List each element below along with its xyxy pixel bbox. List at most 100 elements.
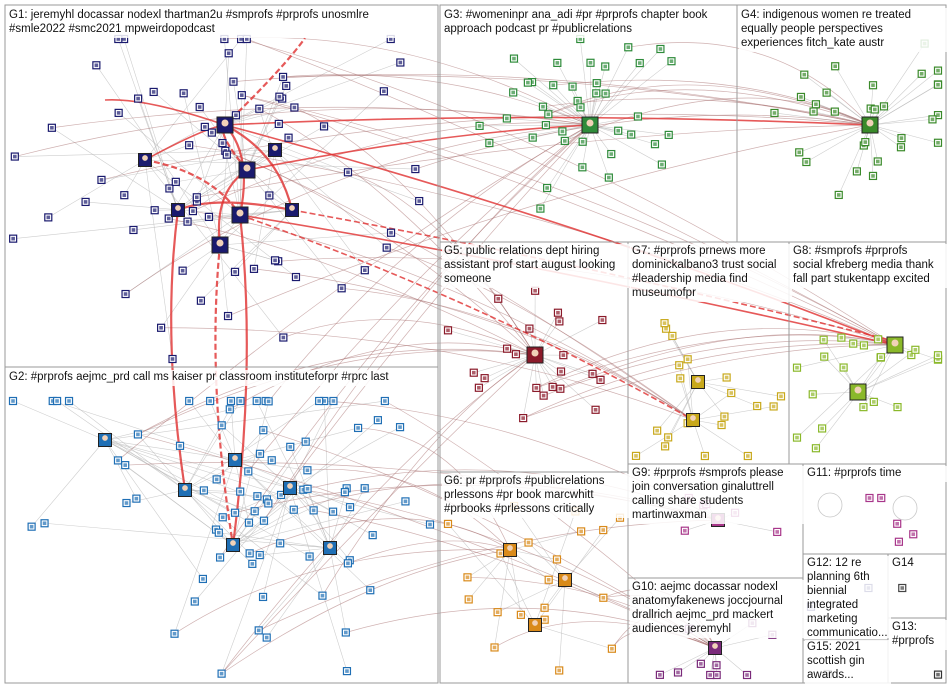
node bbox=[894, 537, 904, 546]
edge bbox=[123, 38, 179, 211]
node bbox=[852, 167, 861, 176]
edge bbox=[274, 149, 387, 248]
edge bbox=[234, 459, 371, 591]
edge bbox=[857, 349, 916, 393]
edge bbox=[221, 487, 291, 674]
hub-node bbox=[285, 203, 299, 217]
edge-red bbox=[224, 124, 896, 346]
node bbox=[898, 583, 907, 593]
node bbox=[870, 105, 879, 114]
node bbox=[415, 196, 424, 206]
node bbox=[121, 461, 130, 470]
node bbox=[92, 61, 101, 70]
node bbox=[552, 555, 562, 564]
node bbox=[893, 403, 902, 412]
edge bbox=[104, 439, 431, 525]
node bbox=[865, 493, 874, 503]
node bbox=[341, 628, 350, 637]
node bbox=[540, 603, 549, 612]
node bbox=[876, 353, 885, 362]
node bbox=[97, 175, 106, 185]
node bbox=[185, 141, 194, 150]
edge bbox=[232, 509, 294, 546]
node bbox=[129, 225, 138, 235]
node bbox=[523, 78, 532, 87]
node bbox=[190, 597, 199, 606]
node bbox=[933, 670, 943, 679]
edge bbox=[589, 124, 610, 178]
node bbox=[259, 426, 268, 435]
node bbox=[275, 92, 284, 101]
group-label-g2: G2: #prprofs aejmc_prd call ms kaiser pr… bbox=[7, 370, 436, 386]
edge bbox=[799, 124, 871, 153]
hub-node bbox=[503, 543, 517, 557]
edge bbox=[175, 169, 248, 183]
node bbox=[214, 528, 223, 537]
node bbox=[171, 177, 180, 186]
node bbox=[8, 396, 18, 406]
edge-cross bbox=[248, 124, 591, 472]
node bbox=[696, 659, 705, 668]
edge-red bbox=[224, 116, 871, 126]
node bbox=[225, 405, 234, 414]
node bbox=[236, 487, 245, 496]
node bbox=[722, 373, 731, 382]
node bbox=[831, 62, 840, 71]
node bbox=[578, 137, 587, 146]
edge bbox=[857, 354, 939, 393]
edge bbox=[224, 38, 391, 126]
edge bbox=[863, 344, 896, 408]
edge bbox=[258, 547, 331, 631]
hub-node bbox=[581, 116, 599, 134]
self-loop bbox=[817, 492, 843, 518]
edge bbox=[208, 209, 293, 218]
edge-cross bbox=[137, 348, 536, 435]
node bbox=[218, 513, 227, 522]
edge bbox=[104, 439, 308, 471]
node bbox=[255, 550, 264, 560]
node bbox=[668, 331, 677, 341]
edge bbox=[869, 114, 939, 126]
node bbox=[559, 351, 568, 360]
edge bbox=[307, 488, 331, 549]
node bbox=[568, 82, 577, 91]
group-label-g6: G6: pr #prprofs #publicrelations prlesso… bbox=[442, 474, 631, 518]
node bbox=[541, 120, 550, 130]
edge bbox=[494, 549, 511, 648]
edge-cross bbox=[628, 42, 871, 126]
node bbox=[592, 89, 601, 98]
hub-node bbox=[138, 153, 152, 167]
node bbox=[820, 352, 829, 361]
node bbox=[443, 326, 453, 335]
edge bbox=[196, 124, 226, 202]
edge bbox=[869, 73, 922, 126]
edge-cross bbox=[415, 114, 871, 170]
node bbox=[134, 94, 143, 103]
node bbox=[532, 383, 541, 393]
edge bbox=[253, 149, 276, 269]
node bbox=[897, 134, 906, 143]
node bbox=[700, 451, 709, 461]
node bbox=[598, 315, 607, 325]
group-box-g1 bbox=[4, 4, 439, 368]
node bbox=[556, 384, 565, 393]
node bbox=[474, 383, 483, 392]
hub-node bbox=[686, 413, 700, 427]
node bbox=[270, 256, 280, 265]
node bbox=[156, 323, 166, 332]
node bbox=[258, 592, 268, 602]
node bbox=[267, 456, 276, 465]
edge bbox=[184, 489, 255, 512]
node bbox=[592, 79, 601, 88]
node bbox=[660, 319, 669, 328]
node bbox=[132, 494, 141, 503]
edge bbox=[509, 531, 582, 551]
node bbox=[114, 108, 123, 117]
node bbox=[328, 507, 338, 516]
node bbox=[373, 416, 382, 425]
node bbox=[337, 284, 346, 293]
edge-red bbox=[144, 158, 241, 216]
edge bbox=[857, 358, 939, 393]
node bbox=[244, 518, 254, 527]
node bbox=[121, 289, 130, 299]
